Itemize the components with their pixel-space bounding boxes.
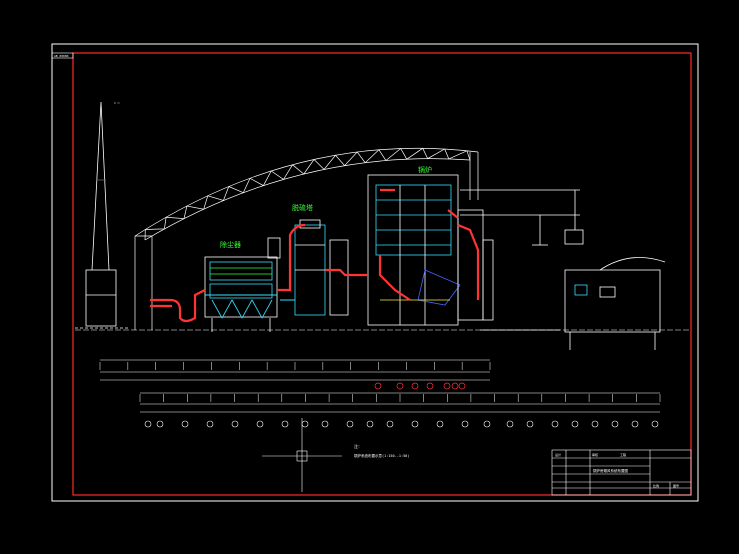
title-row3-a: 比例 bbox=[653, 483, 659, 488]
dimension-ticks-upper bbox=[99, 362, 491, 370]
axis-bubble bbox=[366, 420, 374, 428]
flue-duct bbox=[150, 188, 480, 323]
axis-bubble-red bbox=[396, 382, 404, 390]
axis-bubble bbox=[436, 420, 444, 428]
label-desulfurizer: 脱硫塔 bbox=[292, 203, 313, 212]
corner-tag-box bbox=[51, 52, 74, 59]
title-row1-c: 工程 bbox=[620, 452, 626, 457]
axis-bubble bbox=[231, 420, 239, 428]
axis-bubble bbox=[551, 420, 559, 428]
notes-heading: 注： bbox=[354, 443, 362, 449]
axis-bubble bbox=[506, 420, 514, 428]
title-row1-a: 设计 bbox=[555, 452, 561, 457]
axis-bubble bbox=[483, 420, 491, 428]
axis-bubble bbox=[256, 420, 264, 428]
axis-bubble-red bbox=[458, 382, 466, 390]
axis-bubble bbox=[526, 420, 534, 428]
axis-bubble bbox=[156, 420, 164, 428]
chimney-tag: ▭ ▭ bbox=[114, 101, 120, 105]
axis-bubble bbox=[461, 420, 469, 428]
axis-bubble bbox=[281, 420, 289, 428]
axis-bubble bbox=[386, 420, 394, 428]
axis-bubble bbox=[181, 420, 189, 428]
axis-bubble-red bbox=[374, 382, 382, 390]
roof-truss bbox=[134, 147, 479, 330]
desulfurization-tower bbox=[267, 219, 349, 316]
title-project: 锅炉房烟风系统布置图 bbox=[593, 468, 628, 473]
dimension-lines bbox=[100, 359, 660, 413]
notes-line: 锅炉系统布置示意(1:150--1:50) bbox=[354, 453, 409, 458]
axis-bubble bbox=[571, 420, 579, 428]
axis-bubbles bbox=[144, 382, 659, 428]
axis-bubble bbox=[411, 420, 419, 428]
axis-bubble bbox=[144, 420, 152, 428]
axis-bubble-red bbox=[411, 382, 419, 390]
corner-tag: AB_00000 bbox=[54, 54, 69, 58]
chimney bbox=[75, 101, 130, 329]
boiler-structure bbox=[367, 174, 494, 326]
sheet-inner-frame bbox=[72, 52, 692, 496]
sheet-outer-border bbox=[51, 43, 699, 502]
axis-bubble-red bbox=[426, 382, 434, 390]
axis-bubble bbox=[631, 420, 639, 428]
title-row1-b: 审核 bbox=[592, 452, 598, 457]
duct-cyan bbox=[205, 294, 295, 301]
axis-bubble bbox=[591, 420, 599, 428]
dimension-ticks-lower bbox=[139, 394, 661, 402]
axis-bubble bbox=[611, 420, 619, 428]
axis-bubble bbox=[206, 420, 214, 428]
title-block bbox=[551, 449, 692, 496]
axis-bubble-red bbox=[451, 382, 459, 390]
precipitator bbox=[204, 256, 278, 332]
axis-bubble bbox=[346, 420, 354, 428]
axis-bubble bbox=[651, 420, 659, 428]
axis-bubble bbox=[301, 420, 309, 428]
label-precipitator: 除尘器 bbox=[220, 240, 241, 249]
label-boiler: 锅炉 bbox=[418, 165, 432, 174]
axis-bubble-red bbox=[443, 382, 451, 390]
section-marker bbox=[262, 418, 342, 492]
title-row3-b: 图号 bbox=[673, 483, 679, 488]
axis-bubble bbox=[321, 420, 329, 428]
coal-bunker-bay bbox=[460, 189, 666, 350]
